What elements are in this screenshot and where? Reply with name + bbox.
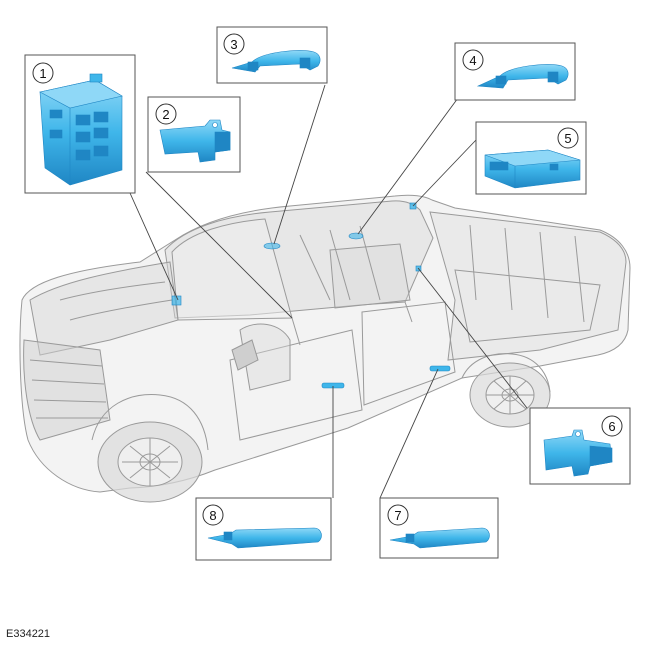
callout-number-badge	[387, 504, 409, 526]
callout-number-badge	[202, 504, 224, 526]
callout-number-badge	[155, 103, 177, 125]
callout-number: 4	[469, 53, 476, 68]
callout-box-2: 2	[147, 96, 241, 173]
door-handle-icon	[207, 527, 322, 549]
grab-handle-right-on-truck	[348, 232, 364, 240]
callout-box-5: 5	[475, 121, 587, 195]
callout-number: 6	[608, 419, 615, 434]
bracket-module-icon	[159, 119, 231, 163]
windshield-outline	[171, 218, 293, 321]
callout-box-1: 1	[24, 54, 136, 194]
callout-number: 5	[564, 131, 571, 146]
callout-box-7: 7	[379, 497, 499, 559]
leader-6	[417, 267, 528, 409]
callout-number: 3	[230, 37, 237, 52]
leader-lines	[129, 84, 528, 499]
callout-number: 8	[209, 508, 216, 523]
door-handle-icon	[389, 527, 490, 549]
callout-box-6: 6	[529, 407, 631, 485]
grab-handle-left-on-truck	[263, 242, 281, 250]
bracket-module-icon	[543, 429, 613, 477]
callout-number-badge	[462, 49, 484, 71]
rear-door-outline	[361, 301, 456, 406]
callout-number: 2	[162, 107, 169, 122]
figure-id: E334221	[6, 628, 51, 640]
leader-5	[412, 139, 477, 207]
control-module-icon	[484, 149, 581, 189]
leader-3	[273, 84, 326, 245]
front-door-outline	[229, 329, 363, 441]
grab-handle-icon	[476, 64, 569, 89]
door-handle-rear-on-truck	[429, 365, 451, 372]
side-mirror	[231, 339, 259, 371]
callout-box-3: 3	[216, 26, 328, 84]
grab-handle-icon	[231, 50, 321, 73]
rear-seat-outline	[329, 243, 411, 309]
callout-number-badge	[601, 415, 623, 437]
callout-box-8: 8	[195, 497, 332, 561]
callout-number-badge	[557, 127, 579, 149]
bed-floor	[454, 269, 601, 343]
pickup-truck-illustration	[19, 194, 631, 503]
callout-number: 1	[39, 66, 46, 81]
callout-number-badge	[32, 62, 54, 84]
front-wheel	[97, 421, 203, 503]
callout-number: 7	[394, 508, 401, 523]
callout-box-4: 4	[454, 42, 576, 101]
leader-7	[379, 368, 439, 499]
leader-4	[357, 97, 459, 235]
callout-number-badge	[223, 33, 245, 55]
leader-2	[145, 171, 293, 319]
body-control-module-icon	[39, 73, 123, 186]
leader-1	[129, 192, 179, 301]
